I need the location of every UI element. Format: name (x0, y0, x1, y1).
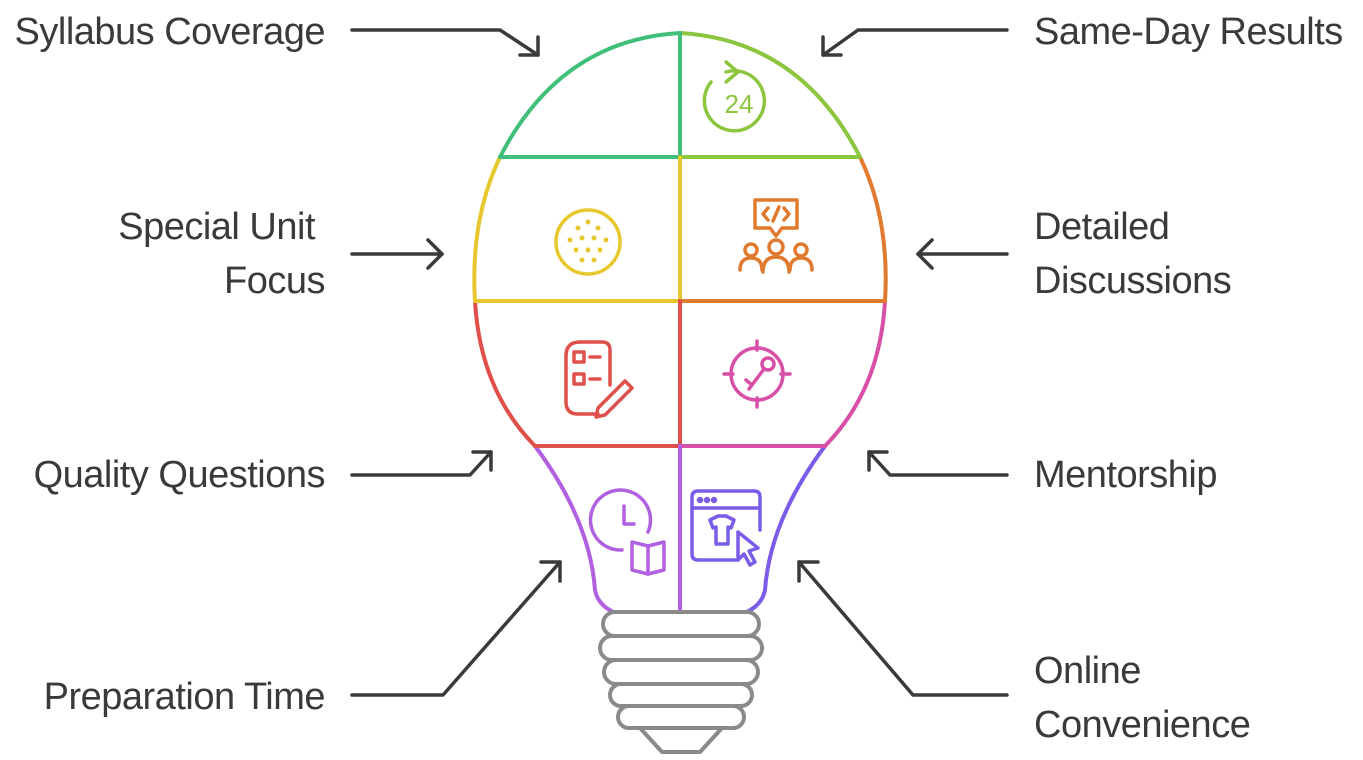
label-same-day-results-text: Same-Day Results (1034, 11, 1343, 53)
label-mentorship-text: Mentorship (1034, 454, 1217, 496)
label-syllabus-coverage-text: Syllabus Coverage (14, 11, 326, 53)
label-mentorship: Mentorship (1034, 448, 1217, 502)
label-online-convenience-line2: Convenience (1034, 704, 1251, 746)
label-quality-questions-text: Quality Questions (33, 454, 326, 496)
arrow-special-unit-focus (350, 238, 444, 270)
arrow-syllabus-coverage (350, 28, 540, 57)
label-preparation-time: Preparation Time (43, 670, 326, 724)
arrow-quality-questions (350, 450, 493, 477)
label-special-unit-focus: Special Unit Focus (118, 200, 325, 308)
label-online-convenience-line1: Online (1034, 650, 1141, 692)
clock-book-icon (588, 488, 666, 576)
lightbulb-base-icon (598, 610, 764, 754)
label-detailed-discussions-line1: Detailed (1034, 206, 1170, 248)
label-special-unit-focus-line1: Special Unit (118, 206, 315, 248)
segment-syllabus-border (498, 31, 682, 159)
checklist-pencil-icon (564, 340, 634, 419)
label-special-unit-focus-line2: Focus (224, 260, 325, 302)
segment-sameday-border (678, 31, 862, 159)
segment-quality-border (473, 299, 537, 448)
target-icon (722, 339, 792, 409)
arrows (350, 28, 1009, 697)
arrow-online-convenience (797, 560, 1009, 697)
segment-online-border (678, 444, 827, 620)
rotate-24-text: 24 (725, 89, 754, 119)
browser-cursor-icon (690, 489, 762, 567)
segment-preparation-border (533, 444, 682, 620)
segment-mentorship-border (823, 299, 887, 448)
label-quality-questions: Quality Questions (33, 448, 326, 502)
code-team-icon (738, 198, 814, 274)
label-syllabus-coverage: Syllabus Coverage (14, 5, 326, 59)
segment-detailed-border (858, 155, 888, 303)
arrow-mentorship (867, 450, 1009, 477)
segment-special-border (472, 155, 502, 303)
label-online-convenience: Online Convenience (1034, 644, 1251, 752)
dots-circle-icon (554, 208, 622, 276)
arrow-preparation-time (350, 560, 562, 697)
label-same-day-results: Same-Day Results (1034, 5, 1343, 59)
label-detailed-discussions: Detailed Discussions (1034, 200, 1232, 308)
arrow-same-day-results (821, 28, 1009, 57)
label-detailed-discussions-line2: Discussions (1034, 260, 1232, 302)
label-preparation-time-text: Preparation Time (43, 676, 326, 718)
arrow-detailed-discussions (916, 238, 1009, 270)
rotate-24-icon: 24 (702, 60, 767, 133)
